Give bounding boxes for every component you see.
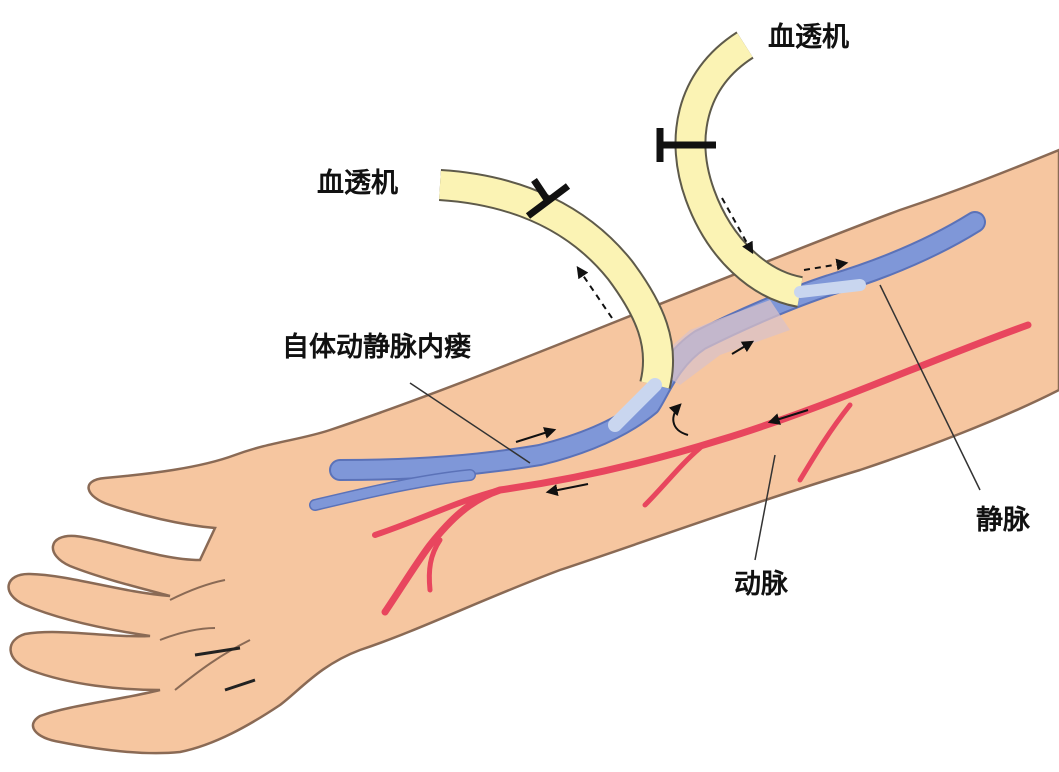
arrow-fistula-mid [731, 340, 755, 355]
label-artery: 动脉 [734, 569, 788, 600]
clamp-right [656, 128, 716, 162]
needle-left [608, 378, 662, 432]
arrow-artery-upper [767, 409, 809, 425]
arrow-icon [515, 197, 849, 497]
artery-branch-3 [642, 445, 703, 508]
leader-lines [409, 284, 981, 561]
tubes [438, 31, 866, 432]
label-dialysis-machine-left: 血透机 [317, 168, 398, 199]
leader-artery [754, 454, 776, 561]
arrow-vein-left [515, 427, 557, 443]
finger-crease [169, 579, 226, 601]
clamp-left [525, 178, 571, 219]
fingertip-nail-2 [224, 678, 256, 692]
fistula-segment [650, 300, 790, 385]
artery [372, 321, 1032, 616]
label-dialysis-machine-top: 血透机 [768, 22, 849, 53]
artery-branch-2 [797, 402, 853, 483]
artery-branch-1 [372, 487, 503, 538]
label-vein: 静脉 [976, 505, 1030, 536]
label-fistula: 自体动静脉内瘘 [282, 332, 471, 363]
finger-crease-2 [159, 627, 216, 641]
arrow-curve [668, 403, 689, 436]
arrow-vein-upper [803, 258, 849, 271]
arrow-artery-lower [545, 483, 589, 497]
clamp-icon [525, 128, 716, 219]
fingertip-nail [194, 646, 241, 657]
tube-right [676, 33, 804, 306]
artery-branch-4 [426, 537, 443, 593]
leader-fistula [409, 382, 531, 464]
leader-vein [879, 284, 981, 491]
artery-main [381, 321, 1032, 616]
tube-left [439, 171, 672, 389]
palm-crease [174, 639, 251, 691]
needle-right [794, 279, 866, 298]
vein-branch [310, 470, 475, 510]
